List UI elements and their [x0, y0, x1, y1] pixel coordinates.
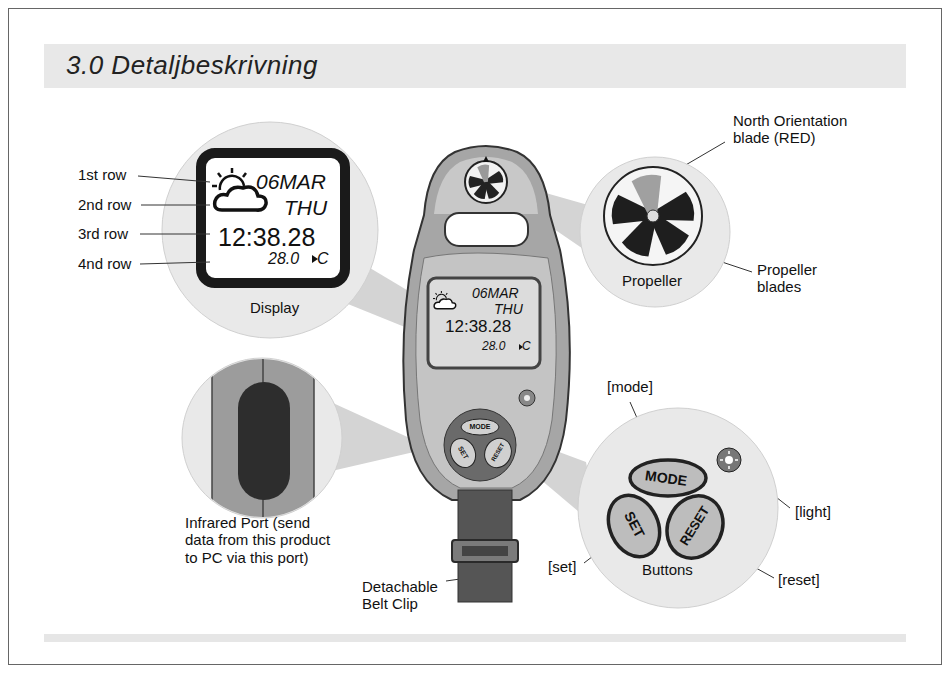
device-lcd: 06MARTHU12:38.28 28.0 C [428, 278, 540, 368]
node-text: SET [453, 440, 473, 466]
part-label: Detachable Belt Clip [362, 578, 457, 613]
node-text: THU [494, 302, 523, 317]
part-label: [light] [795, 503, 831, 520]
part-label: [set] [548, 558, 576, 575]
device-button: MODE [461, 420, 499, 435]
lcd-display: 06MAR THU 12:38.2828.0 C [196, 148, 350, 288]
node-text: RESET [488, 439, 508, 467]
part-label: 3rd row [78, 225, 128, 242]
node-text: MODE [629, 466, 702, 491]
device-button: SET [450, 440, 476, 466]
wind-meter-device [403, 146, 570, 602]
mode-button: MODE [630, 463, 702, 495]
part-label: North Orientation blade (RED) [733, 112, 873, 147]
propeller [604, 167, 702, 265]
footer-band [44, 634, 906, 642]
buttons-callout-circle [578, 408, 778, 608]
device-button: RESET [484, 440, 512, 466]
node-text: 06MAR [256, 170, 326, 193]
node-text: Display [250, 300, 299, 317]
reset-button: RESET [668, 496, 722, 558]
button-shapes [599, 448, 741, 567]
node-text: MODE [461, 423, 499, 431]
part-label: [reset] [778, 571, 820, 588]
infrared-port [212, 350, 314, 530]
node-text: 12:38.28 [445, 318, 511, 337]
node-text: 28.0 [268, 250, 299, 268]
set-button: SET [612, 496, 656, 556]
propeller-callout: Propeller [580, 157, 730, 307]
node-text: Buttons [642, 562, 693, 579]
page-frame [9, 9, 942, 665]
buttons-callout: Buttons MODE SET RESET [578, 408, 778, 608]
display-callout: Display 06MAR THU 12:38.2828.0 C [162, 122, 378, 338]
part-label: 1st row [78, 166, 126, 183]
propeller-callout-circle [580, 157, 730, 307]
node-text: THU [284, 196, 327, 219]
part-label: [mode] [607, 378, 653, 395]
node-text: 28.0 [482, 340, 505, 353]
node-text: 12:38.28 [218, 224, 315, 252]
title-band [44, 44, 906, 88]
node-text: Propeller [622, 273, 682, 290]
node-text: RESET [675, 499, 716, 552]
node-text: C [317, 250, 329, 268]
node-text: C [522, 340, 531, 353]
part-label: 2nd row [78, 196, 131, 213]
page-title: 3.0 Detaljbeskrivning [66, 50, 318, 81]
part-label: Infrared Port (send data from this produ… [185, 514, 335, 566]
part-label: Propeller blades [757, 261, 842, 296]
lcd-screen [201, 153, 345, 283]
part-label: 4nd row [78, 255, 131, 272]
node-text: SET [617, 502, 651, 548]
display-callout-circle [162, 122, 378, 338]
node-text: 06MAR [472, 286, 519, 301]
